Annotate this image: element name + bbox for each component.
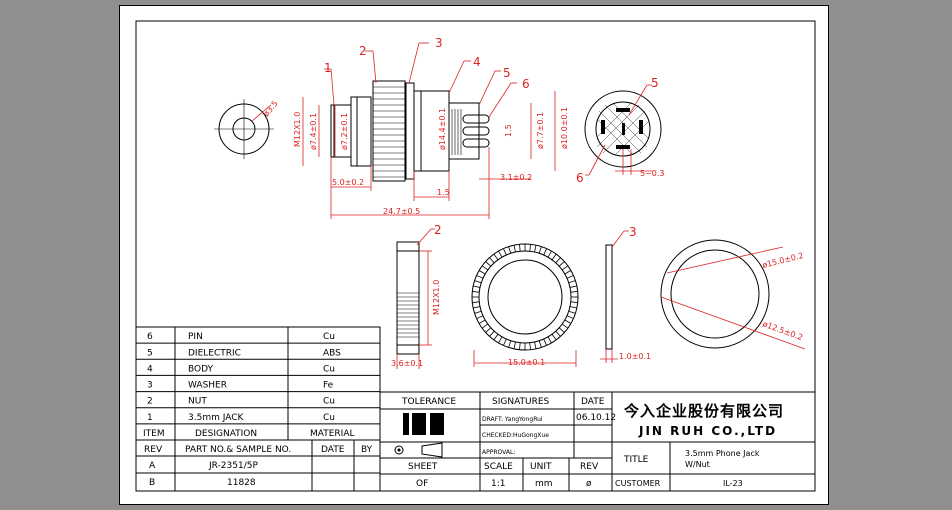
bom-material-5: Cu (323, 413, 335, 423)
tolerance-label: TOLERANCE (401, 397, 456, 407)
unit-label: UNIT (530, 462, 552, 472)
bom-header-name: DESIGNATION (195, 429, 257, 439)
rev-table: REV PART NO.& SAMPLE NO. DATE BY A JR-23… (135, 439, 381, 492)
rev-header-date: DATE (321, 445, 345, 455)
bom-name-3: WASHER (188, 381, 227, 391)
date-value: 06.10.12 (576, 413, 616, 423)
rev-value: ø (586, 479, 592, 489)
dim-150: ø15.0±0.2 (761, 251, 804, 270)
dim-15-horiz: 1.5 (437, 188, 450, 197)
bom-name-4: NUT (188, 397, 207, 407)
dim-150b: 15.0±0.1 (508, 358, 545, 367)
callout-6b: 6 (576, 171, 584, 185)
sheet-label: SHEET (408, 462, 438, 472)
dim-50: 5.0±0.2 (332, 178, 364, 187)
nut-side-view: M12X1.0 3.6±0.1 2 (391, 223, 442, 369)
dim-144: ø14.4±0.1 (438, 108, 447, 150)
company-name-en: JIN RUH CO.,LTD (638, 424, 777, 438)
outer-frame (119, 5, 829, 505)
washer-side-view: 1.0±0.1 3 (600, 225, 651, 363)
bom-item-2: 4 (147, 364, 153, 374)
callout-2: 2 (359, 44, 367, 58)
bom-item-4: 2 (147, 397, 153, 407)
dim-503: 5~0.3 (640, 169, 665, 178)
dim-125: ø12.5±0.2 (761, 319, 804, 342)
bom-name-5: 3.5mm JACK (188, 413, 244, 423)
bom-name-1: DIELECTRIC (188, 348, 241, 358)
bom-item-1: 5 (147, 348, 153, 358)
approval-sign: APPROVAL: (482, 449, 515, 456)
dim-31: 3.1±0.2 (500, 173, 532, 182)
dim-72: ø7.2±0.1 (340, 113, 349, 150)
bom-item-5: 1 (147, 413, 153, 423)
bom-header-material: MATERIAL (310, 429, 355, 439)
title-value-2: W/Nut (685, 460, 710, 469)
title-value-1: 3.5mm Phone Jack (685, 449, 760, 458)
scale-value: 1:1 (491, 479, 505, 489)
callout-2b: 2 (434, 223, 442, 237)
callout-4: 4 (473, 55, 481, 69)
bom-name-2: BODY (188, 364, 214, 374)
tolerance-values (403, 413, 444, 435)
customer-label: CUSTOMER (615, 479, 661, 488)
side-view-callouts: 1 2 3 4 5 6 (324, 36, 530, 118)
bom-material-2: Cu (323, 364, 335, 374)
rev-row-a-rev: A (149, 461, 156, 471)
bom-material-1: ABS (323, 348, 341, 358)
bom-item-3: 3 (147, 381, 153, 391)
rev-header-rev: REV (144, 445, 163, 455)
bom-material-4: Cu (323, 397, 335, 407)
bom-table: 6 PIN Cu 5 DIELECTRIC ABS 4 BODY Cu 3 WASHER Fe 2 NUT… (135, 326, 381, 441)
dim-10: 1.0±0.1 (619, 352, 651, 361)
rev-header-by: BY (361, 445, 373, 455)
dim-74: ø7.4±0.1 (309, 113, 318, 150)
dim-100: ø10.0±0.1 (560, 107, 569, 149)
dim-pin-hole: ø3.5 (262, 99, 280, 118)
rev-row-b-rev: B (149, 478, 155, 488)
rev-header-part: PART NO.& SAMPLE NO. (185, 445, 291, 455)
callout-1: 1 (324, 61, 332, 75)
pin-end-view: ø3.5 (214, 99, 280, 159)
draft-sign: DRAFT: YangYongRui (482, 416, 543, 423)
drawing-sheet: ø3.5 (119, 5, 829, 505)
bom-material-0: Cu (323, 332, 335, 342)
rev-row-b-part: 11828 (227, 478, 256, 488)
title-label: TITLE (623, 455, 649, 465)
company-name-cn: 今入企业股份有限公司 (623, 402, 784, 420)
date-label: DATE (581, 397, 605, 407)
callout-5b: 5 (651, 76, 659, 90)
sheet-of: OF (416, 479, 428, 489)
rev-label: REV (580, 462, 599, 472)
bom-material-3: Fe (323, 381, 334, 391)
dim-77: ø7.7±0.1 (536, 112, 545, 149)
side-view-dimensions: M12X1.0 ø7.4±0.1 ø7.2±0.1 ø14.4±0.1 1.5 … (293, 91, 569, 219)
connector-end-view: 5~0.3 5 6 (576, 76, 665, 185)
signatures-label: SIGNATURES (492, 397, 550, 407)
projection-symbol-icon (394, 442, 443, 458)
dim-nut-m12: M12X1.0 (432, 280, 441, 315)
callout-5: 5 (503, 66, 511, 80)
bom-item-0: 6 (147, 332, 153, 342)
bom-header-item: ITEM (143, 429, 165, 439)
bom-name-0: PIN (188, 332, 203, 342)
rev-row-a-part: JR-2351/5P (208, 461, 258, 471)
scale-label: SCALE (484, 462, 513, 472)
dim-36: 3.6±0.1 (391, 359, 423, 368)
dim-15-vert: 1.5 (504, 124, 513, 137)
callout-3: 3 (435, 36, 443, 50)
document-number: IL-23 (723, 479, 743, 488)
dim-247: 24.7±0.5 (383, 207, 420, 216)
checked-sign: CHECKED:HuGongXue (482, 432, 549, 439)
callout-3b: 3 (629, 225, 637, 239)
dim-m12: M12X1.0 (293, 112, 302, 147)
washer-front-view: ø15.0±0.2 ø12.5±0.2 (660, 239, 806, 350)
nut-front-view: 15.0±0.1 (471, 243, 579, 367)
jack-side-view (330, 80, 490, 182)
callout-6: 6 (522, 77, 530, 91)
drawing-canvas: ø3.5 (119, 5, 829, 505)
unit-value: mm (535, 479, 553, 489)
title-block: TOLERANCE SIGNATURES DATE DRAFT: YangYon… (379, 391, 816, 492)
